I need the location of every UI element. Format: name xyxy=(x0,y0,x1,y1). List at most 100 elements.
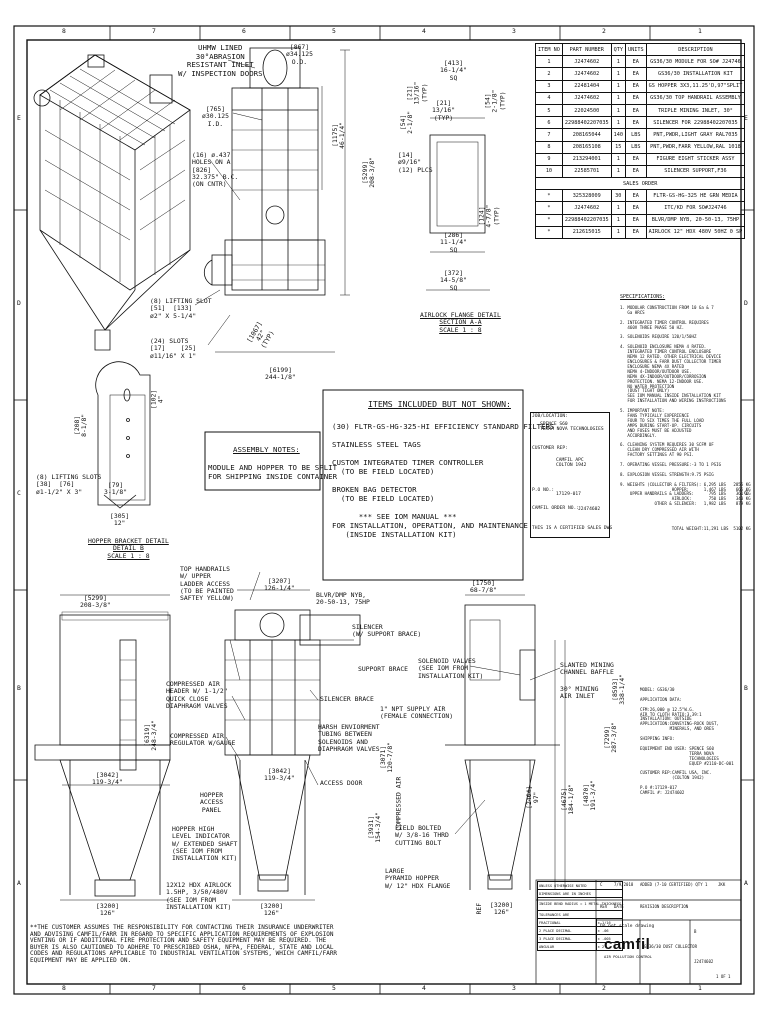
row-label: A xyxy=(744,879,748,887)
bom-cell: EA xyxy=(624,152,647,166)
dim-14: [14] ø9/16" (12) PLCS xyxy=(398,151,433,174)
bom-header: UNITS xyxy=(624,42,647,57)
bom-cell: EA xyxy=(624,201,647,215)
specs-body2: MODEL: GS36/30 APPLICATION DATA: CFM:26,… xyxy=(640,687,734,796)
tb-angular-v: ± 2° xyxy=(595,942,624,951)
dim-4870: [4870] 191-3/4" xyxy=(582,779,598,811)
center-view xyxy=(224,589,361,901)
bom-cell: SILENCER SUPPORT,F36 xyxy=(645,164,746,179)
bom-cell: J2474602 xyxy=(561,91,612,105)
bom-cell: 212615015 xyxy=(561,225,612,240)
bom-cell: 5 xyxy=(535,103,563,118)
slots-label: (24) SLOTS [17] [25] ø11/16" X 1" xyxy=(150,337,197,360)
bom-cell: LBS xyxy=(624,128,647,142)
row-label: D xyxy=(17,299,21,307)
hopper-bracket-title: HOPPER BRACKET DETAIL DETAIL B SCALE 1 :… xyxy=(88,537,169,560)
bom-cell: GS36/30 TOP HANDRAIL ASSEMBLY xyxy=(645,91,746,105)
hopper-access-label: HOPPER ACCESS PANEL xyxy=(200,791,224,814)
dim-286: [286] 11-1/4" SQ xyxy=(440,231,467,254)
col-label: 6 xyxy=(242,27,246,35)
blvr-label: BLVR/DMP NYB, 20-50-13, 75HP xyxy=(316,591,370,607)
airlock12-label: 12X12 HDX AIRLOCK 1.5HP, 3/50/480V (SEE … xyxy=(166,881,232,912)
col-label: 8 xyxy=(62,984,66,992)
bom-cell: 1 xyxy=(610,55,626,69)
row-label: B xyxy=(17,684,21,692)
bom-cell: 1 xyxy=(610,79,626,93)
bom-cell: 1 xyxy=(610,164,626,179)
lifting-slots2-label: (8) LIFTING SLOTS [38] [76] ø1-1/2" X 3" xyxy=(36,473,102,496)
bom-cell: J2474602 xyxy=(561,55,612,69)
specs-title: SPECIFICATIONS: xyxy=(620,294,666,300)
bom-header: PART NUMBER xyxy=(561,42,612,57)
job-order-label: CAMFIL ORDER NO.: xyxy=(532,506,580,511)
bom-header-row: ITEM NO PART NUMBER QTY UNITS DESCRIPTIO… xyxy=(535,42,746,57)
responsibility-note: **THE CUSTOMER ASSUMES THE RESPONSIBILIT… xyxy=(30,924,338,964)
drawing-size: B xyxy=(694,929,697,934)
job-rep: CAMFIL APC COLTON 1942 xyxy=(556,458,587,469)
hopper-high-label: HOPPER HIGH LEVEL INDICATOR W/ EXTENDED … xyxy=(172,825,238,863)
bom-cell: GS36/30 MODULE FOR SO# J24746 xyxy=(645,55,746,69)
bom-cell: 1 xyxy=(610,213,626,227)
dim-102: [102] 4" xyxy=(149,389,165,409)
col-label: 2 xyxy=(602,984,606,992)
sales-order-header: SALES ORDER xyxy=(534,177,746,191)
bom-cell: EA xyxy=(624,213,647,227)
job-order: J2474602 xyxy=(578,507,601,512)
dim-3200b: [3200] 126" xyxy=(260,902,284,918)
company-tagline: AIR POLLUTION CONTROL xyxy=(604,954,653,959)
dim-3200a: [3200] 126" xyxy=(96,902,120,918)
bom-cell: EA xyxy=(624,116,647,130)
bom-table: ITEM NO PART NUMBER QTY UNITS DESCRIPTIO… xyxy=(534,42,746,240)
job-rep-label: CUSTOMER REP: xyxy=(532,446,568,451)
dim-5299: [5299] 208-3/8" xyxy=(361,156,377,188)
col-label: 4 xyxy=(422,27,426,35)
support-brace-label: SUPPORT BRACE xyxy=(358,665,409,673)
dim-3071: [3071] 120-7/8" xyxy=(379,741,395,773)
bom-cell: EA xyxy=(624,55,647,69)
bom-cell: ITC/KD FOR SO#J24746 xyxy=(645,201,746,215)
assembly-body: MODULE AND HOPPER TO BE SPLIT FOR SHIPPI… xyxy=(208,463,338,481)
dim-3042: [3042] 119-3/4" xyxy=(92,771,123,787)
dim-54b: [54] 2-1/8" xyxy=(399,110,415,134)
bom-cell: 208165108 xyxy=(561,140,612,154)
bom-cell: 4 xyxy=(535,91,563,105)
rev-by: JKK xyxy=(718,882,726,887)
dim-765: [765] ø30.125 I.D. xyxy=(202,105,229,128)
bom-cell: 1 xyxy=(610,67,626,81)
dim-79: [79] 3-1/8" xyxy=(104,481,128,497)
bom-cell: * xyxy=(535,189,563,203)
access-door-label: ACCESS DOOR xyxy=(320,779,363,787)
tb-tol: TOLERANCES ARE xyxy=(536,910,624,919)
drawing-title: GS36/30 DUST COLLECTOR xyxy=(644,944,697,949)
dim-3931: [3931] 154-3/4" xyxy=(367,811,383,843)
dim-305: [305] 12" xyxy=(110,512,130,528)
bom-cell: 7 xyxy=(535,128,563,142)
bom-cell: EA xyxy=(624,91,647,105)
bom-cell: 213294001 xyxy=(561,152,612,166)
job-po: 17129-017 xyxy=(556,492,581,497)
bom-cell: 8 xyxy=(535,140,563,154)
mining-inlet-label: 30° MINING AIR INLET xyxy=(560,685,599,701)
do-not-scale: Do not scale drawing xyxy=(600,924,655,929)
large-hopper-label: LARGE PYRAMID HOPPER W/ 12" HDX FLANGE xyxy=(385,867,451,890)
bom-cell: 3 xyxy=(535,79,563,93)
assembly-title: ASSEMBLY NOTES: xyxy=(233,445,300,454)
lifting-slot-label: (8) LIFTING SLOT [51] [133] ø2" X 5-1/4" xyxy=(150,297,212,320)
bom-cell: 1 xyxy=(610,103,626,118)
rev-desc: ADDED (7-10 CERTIFIED) QTY 1 xyxy=(640,882,708,887)
job-location: SPENCE S60 TERRA NOVA TECHNOLOGIES xyxy=(540,422,604,433)
dim-413: [413] 16-1/4" SQ xyxy=(440,59,467,82)
bom-cell: EA xyxy=(624,225,647,240)
front-view xyxy=(34,594,171,901)
col-label: 3 xyxy=(512,984,516,992)
col-label: 5 xyxy=(332,984,336,992)
lifting-slot-detail xyxy=(95,361,151,509)
included-body: (30) FLTR-GS-HG-325-HI EFFICIENCY STANDA… xyxy=(332,422,555,540)
compressed-header-label: COMPRESSED AIR HEADER W/ 1-1/2" QUICK CL… xyxy=(166,680,228,711)
